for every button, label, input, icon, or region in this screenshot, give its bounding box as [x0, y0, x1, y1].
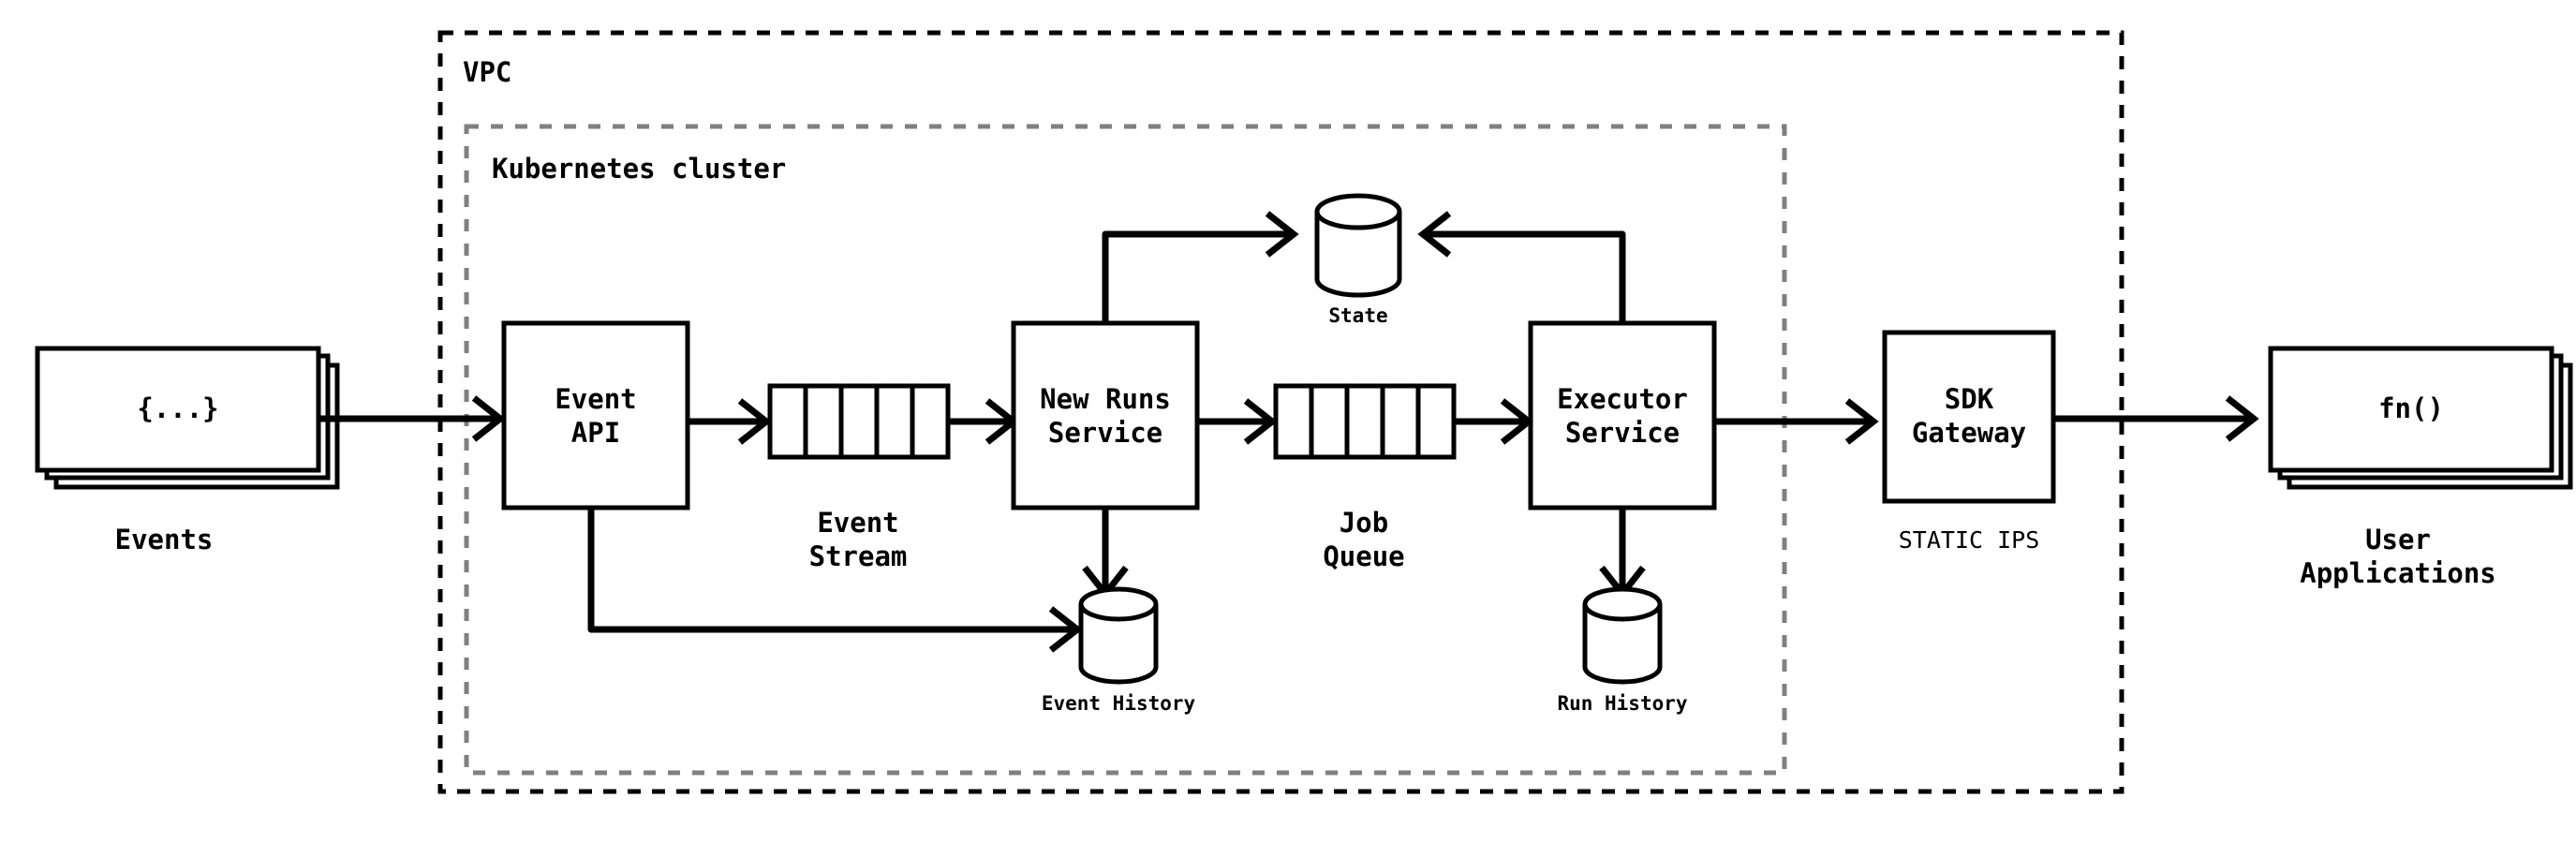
- sdk-gateway-label-line2: Gateway: [1912, 417, 2026, 449]
- user-apps-caption-line1: User: [2365, 524, 2431, 555]
- edge-event-api-to-event-stream: [688, 398, 772, 445]
- edge-new-runs-to-event-history: [1082, 508, 1129, 599]
- sdk-gateway-box: [1882, 330, 2056, 504]
- run-history-db-cylinder-top: [1582, 586, 1663, 622]
- event-stream-cell-1: [767, 383, 808, 460]
- job-queue-node: [1273, 383, 1457, 460]
- event-stream-cell-2: [803, 383, 844, 460]
- event-stream-cell-3: [838, 383, 880, 460]
- user-apps-card-front: [2268, 346, 2554, 473]
- edge-event-api-to-event-history: [587, 508, 1083, 653]
- event-stream-caption-line1: Event: [817, 507, 898, 539]
- event-history-db-caption: Event History: [1042, 692, 1196, 715]
- new-runs-service-label-line1: New Runs: [1040, 383, 1171, 415]
- state-db-cylinder-body: [1314, 212, 1402, 298]
- edge-executor-to-state: [1417, 211, 1626, 323]
- state-db-node: [1314, 193, 1402, 298]
- vpc-boundary: [437, 30, 2124, 794]
- job-queue-cell-1: [1273, 383, 1314, 460]
- executor-service-label-line2: Service: [1565, 417, 1680, 449]
- state-db-cylinder-top: [1314, 193, 1402, 230]
- executor-service-label-line1: Executor: [1557, 383, 1688, 415]
- event-history-db-cylinder-body: [1078, 604, 1159, 685]
- edge-new-runs-to-state: [1102, 211, 1299, 323]
- event-stream-caption-line2: Stream: [809, 540, 908, 572]
- job-queue-cell-4: [1380, 383, 1421, 460]
- run-history-db-cylinder-body: [1582, 604, 1663, 685]
- event-api-box: [501, 320, 690, 510]
- sdk-gateway-caption: STATIC IPS: [1899, 526, 2040, 554]
- sdk-gateway-label-line1: SDK: [1945, 383, 1994, 415]
- job-queue-caption-line1: Job: [1340, 507, 1388, 539]
- event-stream-cell-4: [874, 383, 915, 460]
- events-caption: Events: [115, 524, 214, 555]
- event-history-db-node: [1078, 586, 1159, 685]
- job-queue-cell-2: [1309, 383, 1350, 460]
- user-apps-caption-line2: Applications: [2300, 557, 2496, 589]
- job-queue-cell-3: [1344, 383, 1385, 460]
- new-runs-service-node: New Runs Service: [1011, 320, 1200, 510]
- new-runs-service-box: [1011, 320, 1200, 510]
- run-history-db-caption: Run History: [1557, 692, 1687, 715]
- edge-executor-to-run-history: [1599, 508, 1646, 599]
- edge-events-to-event-api: [318, 395, 506, 442]
- event-stream-node: [767, 383, 951, 460]
- events-label: {...}: [137, 392, 218, 424]
- edge-job-queue-to-executor: [1454, 398, 1534, 445]
- executor-service-node: Executor Service: [1528, 320, 1717, 510]
- event-api-node: Event API: [501, 320, 690, 510]
- event-stream-cell-5: [910, 383, 951, 460]
- edge-executor-to-sdk-gateway: [1714, 398, 1879, 445]
- edge-sdk-gateway-to-user-apps: [2053, 395, 2259, 442]
- event-api-label-line1: Event: [555, 383, 636, 415]
- user-applications-node: fn(): [2268, 346, 2573, 490]
- kubernetes-cluster-label: Kubernetes cluster: [492, 153, 786, 185]
- job-queue-cell-5: [1415, 383, 1457, 460]
- user-apps-label: fn(): [2378, 392, 2444, 424]
- edge-event-stream-to-new-runs: [948, 398, 1019, 445]
- edge-new-runs-to-job-queue: [1197, 398, 1278, 445]
- event-history-db-cylinder-top: [1078, 586, 1159, 622]
- run-history-db-node: [1582, 586, 1663, 685]
- job-queue-caption-line2: Queue: [1323, 540, 1404, 572]
- events-node: {...}: [35, 346, 340, 490]
- state-db-caption: State: [1328, 304, 1387, 327]
- events-card-front: [35, 346, 321, 473]
- executor-service-box: [1528, 320, 1717, 510]
- event-api-label-line2: API: [571, 417, 620, 449]
- kubernetes-cluster-boundary: [464, 124, 1787, 776]
- sdk-gateway-node: SDK Gateway: [1882, 330, 2056, 504]
- vpc-label: VPC: [463, 56, 511, 88]
- new-runs-service-label-line2: Service: [1048, 417, 1162, 449]
